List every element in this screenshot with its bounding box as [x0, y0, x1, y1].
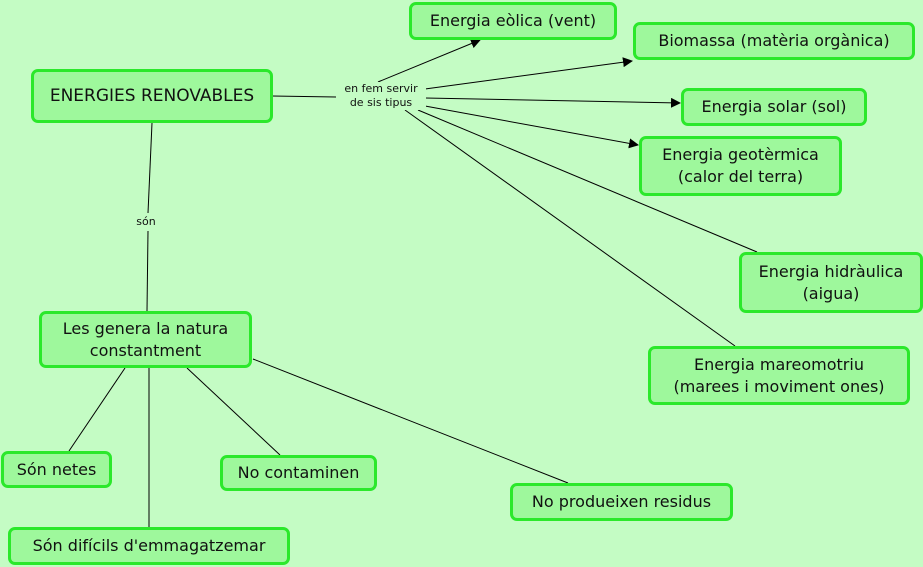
concept-biomassa[interactable]: Biomassa (matèria orgànica) — [633, 22, 915, 60]
concept-son-netes[interactable]: Són netes — [1, 451, 112, 488]
concept-energies-renovables[interactable]: ENERGIES RENOVABLES — [31, 69, 273, 123]
concept-energia-hidraulica[interactable]: Energia hidràulica (aigua) — [739, 252, 923, 313]
edge-son-to-natura — [146, 230, 149, 312]
edge-tipus-to-biomassa — [424, 57, 633, 90]
concept-energia-solar[interactable]: Energia solar (sol) — [681, 88, 867, 126]
link-label-son: són — [130, 215, 162, 229]
link-label-tipus: en fem servir de sis tipus — [336, 82, 426, 110]
concept-energia-mareomotriu[interactable]: Energia mareomotriu (marees i moviment o… — [648, 346, 910, 405]
concept-les-genera-la-natura[interactable]: Les genera la natura constantment — [39, 311, 252, 368]
concept-son-dificils-emmagatzemar[interactable]: Són difícils d'emmagatzemar — [8, 527, 290, 565]
concept-no-contaminen[interactable]: No contaminen — [220, 455, 377, 491]
edge-tipus-to-eolica — [377, 38, 481, 83]
edge-tipus-to-geotermica — [424, 105, 639, 149]
edge-tipus-to-hidraulica — [417, 109, 758, 253]
concept-energia-eolica[interactable]: Energia eòlica (vent) — [409, 2, 617, 40]
edge-natura-to-noresidus — [252, 358, 569, 484]
edge-tipus-to-mareomotriu — [404, 109, 736, 347]
edge-natura-to-netes — [68, 367, 126, 452]
edge-root-to-son — [147, 122, 153, 214]
edge-tipus-to-solar — [424, 97, 681, 108]
concept-no-produeixen-residus[interactable]: No produeixen residus — [510, 483, 733, 521]
edge-root-to-tipus — [271, 95, 337, 98]
edge-natura-to-nocontaminen — [186, 367, 281, 456]
concept-energia-geotermica[interactable]: Energia geotèrmica (calor del terra) — [639, 136, 842, 196]
